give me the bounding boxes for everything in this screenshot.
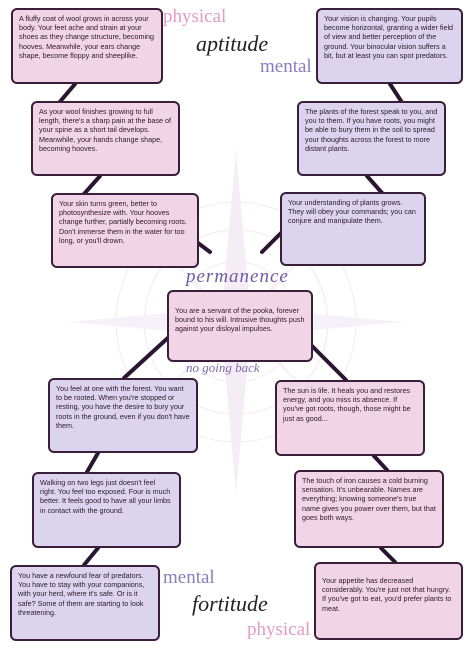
- card-permanence: You are a servant of the pooka, forever …: [167, 290, 313, 362]
- card-physical-fortitude-1: The sun is life. It heals you and restor…: [275, 380, 425, 456]
- card-physical-fortitude-3: Your appetite has decreased considerably…: [314, 562, 463, 640]
- card-physical-fortitude-2: The touch of iron causes a cold burning …: [294, 470, 444, 548]
- label-physical-bottom: physical: [247, 619, 311, 640]
- card-physical-aptitude-3: Your skin turns green, better to photosy…: [51, 193, 199, 268]
- card-mental-aptitude-2: The plants of the forest speak to you, a…: [297, 101, 446, 176]
- label-mental-bottom: mental: [163, 567, 215, 588]
- card-mental-aptitude-3: Your understanding of plants grows. They…: [280, 192, 426, 266]
- card-physical-aptitude-2: As your wool finishes growing to full le…: [31, 101, 180, 176]
- card-mental-fortitude-3: You have a newfound fear of predators. Y…: [10, 565, 160, 641]
- label-aptitude: aptitude: [196, 31, 269, 56]
- card-mental-fortitude-2: Walking on two legs just doesn't feel ri…: [32, 472, 181, 548]
- card-mental-aptitude-1: Your vision is changing. Your pupils bec…: [316, 8, 463, 84]
- label-permanence: permanence: [186, 266, 289, 287]
- label-physical-top: physical: [163, 6, 227, 27]
- label-no-going-back: no going back: [186, 360, 260, 375]
- label-mental-top: mental: [260, 56, 312, 77]
- card-physical-aptitude-1: A fluffy coat of wool grows in across yo…: [11, 8, 163, 84]
- label-fortitude: fortitude: [192, 591, 268, 616]
- card-mental-fortitude-1: You feel at one with the forest. You wan…: [48, 378, 198, 453]
